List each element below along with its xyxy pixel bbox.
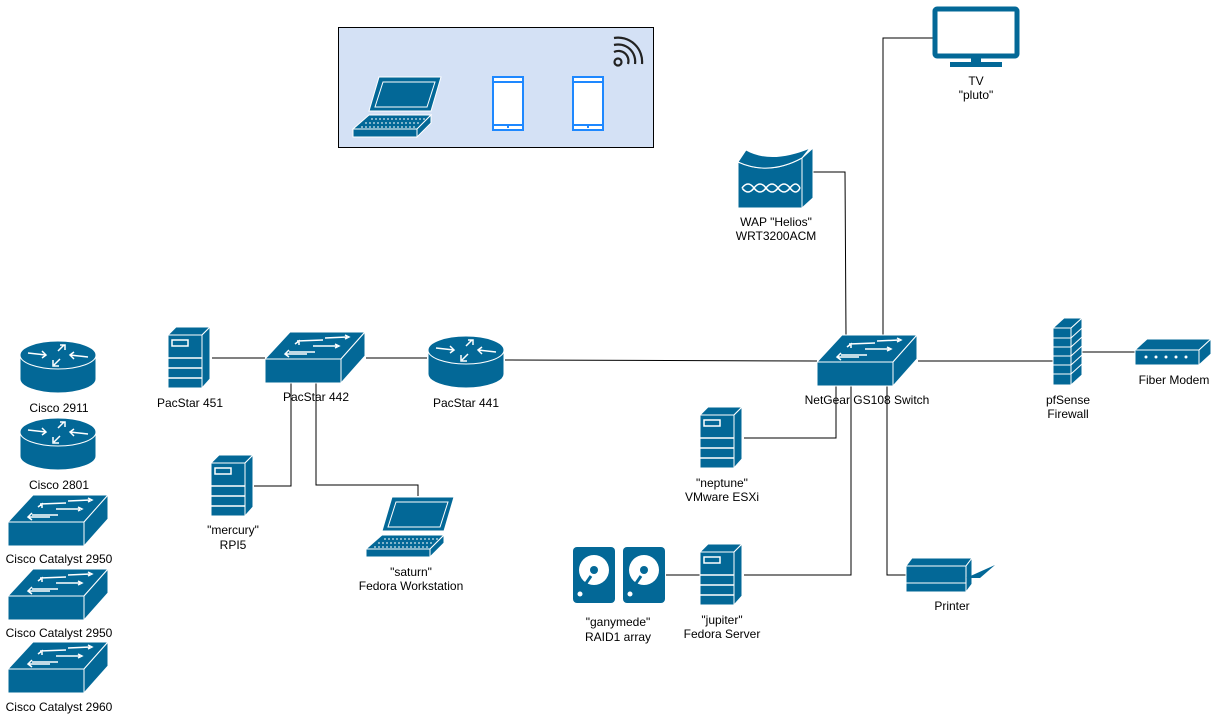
switch-icon [264,331,366,384]
node-label: "jupiter" [701,613,742,627]
link-pacstar442-mercury [254,383,292,487]
wireless-clients-group [338,27,654,148]
mobile-phone-icon [492,76,524,131]
node-saturn[interactable]: "saturn" Fedora Workstation [359,496,464,593]
node-label: WAP "Helios" [740,215,812,229]
node-cisco2801[interactable]: Cisco 2801 [19,417,97,492]
node-tv[interactable]: TV "pluto" [932,6,1020,102]
node-pfsense[interactable]: pfSense Firewall [1046,316,1090,421]
node-label: "ganymede" [586,615,651,629]
node-label: Cisco Catalyst 2950 [6,626,113,640]
node-netgear[interactable]: NetGear GS108 Switch [805,334,930,407]
node-label: RPI5 [220,538,247,552]
node-catalyst2950a[interactable]: Cisco Catalyst 2950 [6,494,113,566]
link-netgear-wap [813,171,847,336]
link-pacstar441-netgear [504,359,818,362]
server-icon [210,454,254,517]
node-catalyst2960[interactable]: Cisco Catalyst 2960 [6,641,113,714]
node-ganymede[interactable]: "ganymede" RAID1 array [573,547,665,644]
node-label: Cisco 2801 [29,478,89,492]
node-wap[interactable]: WAP "Helios" WRT3200ACM [736,146,816,243]
node-label: Cisco Catalyst 2960 [6,700,113,714]
hard-drive-icon [573,547,615,603]
node-jupiter[interactable]: "jupiter" Fedora Server [684,543,761,641]
node-label: Cisco 2911 [29,401,88,415]
node-label: PacStar 441 [433,396,499,410]
mobile-phone-icon [572,76,604,131]
node-neptune[interactable]: "neptune" VMware ESXi [685,406,759,504]
switch-icon [7,641,109,694]
node-label: "saturn" [390,565,432,579]
node-label: Cisco Catalyst 2950 [6,552,113,566]
link-netgear-tv [882,37,933,335]
connections [212,37,1135,576]
printer-icon [905,556,995,594]
monitor-icon [932,6,1020,67]
node-label: Firewall [1047,407,1088,421]
link-netgear-jupiter [744,385,852,576]
node-cisco2911[interactable]: Cisco 2911 [19,340,97,415]
switch-icon [816,334,918,387]
node-label: PacStar 451 [157,396,223,410]
link-pacstar442-saturn [315,383,419,496]
node-pacstar442[interactable]: PacStar 442 [264,331,366,404]
hard-drive-icon [623,547,665,603]
node-label: NetGear GS108 Switch [805,393,930,407]
node-pacstar441[interactable]: PacStar 441 [427,335,505,410]
node-label: WRT3200ACM [736,229,816,243]
link-netgear-neptune [744,385,837,439]
router-icon [19,417,97,471]
server-icon [699,406,743,469]
node-label: VMware ESXi [685,490,759,504]
node-label: Fiber Modem [1139,373,1210,387]
node-label: Fedora Server [684,627,761,641]
link-netgear-printer [886,385,906,576]
node-catalyst2950b[interactable]: Cisco Catalyst 2950 [6,568,113,640]
switch-icon [7,568,109,621]
wireless-access-point-icon [737,146,814,210]
server-icon [167,326,211,389]
node-printer[interactable]: Printer [905,556,995,613]
router-icon [19,340,97,394]
switch-icon [7,494,109,547]
node-modem[interactable]: Fiber Modem [1133,337,1213,387]
node-label: RAID1 array [585,630,651,644]
node-label: PacStar 442 [283,390,349,404]
node-pacstar451[interactable]: PacStar 451 [157,326,223,410]
server-icon [699,543,743,606]
router-icon [427,335,505,389]
node-label: "mercury" [207,523,259,537]
node-label: TV [968,74,983,88]
node-label: "pluto" [959,88,994,102]
laptop-icon [365,496,455,558]
wifi-icon [613,36,644,67]
node-mercury[interactable]: "mercury" RPI5 [207,454,259,552]
node-label: Printer [934,599,969,613]
node-label: Fedora Workstation [359,579,464,593]
modem-icon [1133,337,1213,367]
node-label: "neptune" [696,476,748,490]
node-label: pfSense [1046,393,1090,407]
firewall-icon [1051,316,1084,387]
